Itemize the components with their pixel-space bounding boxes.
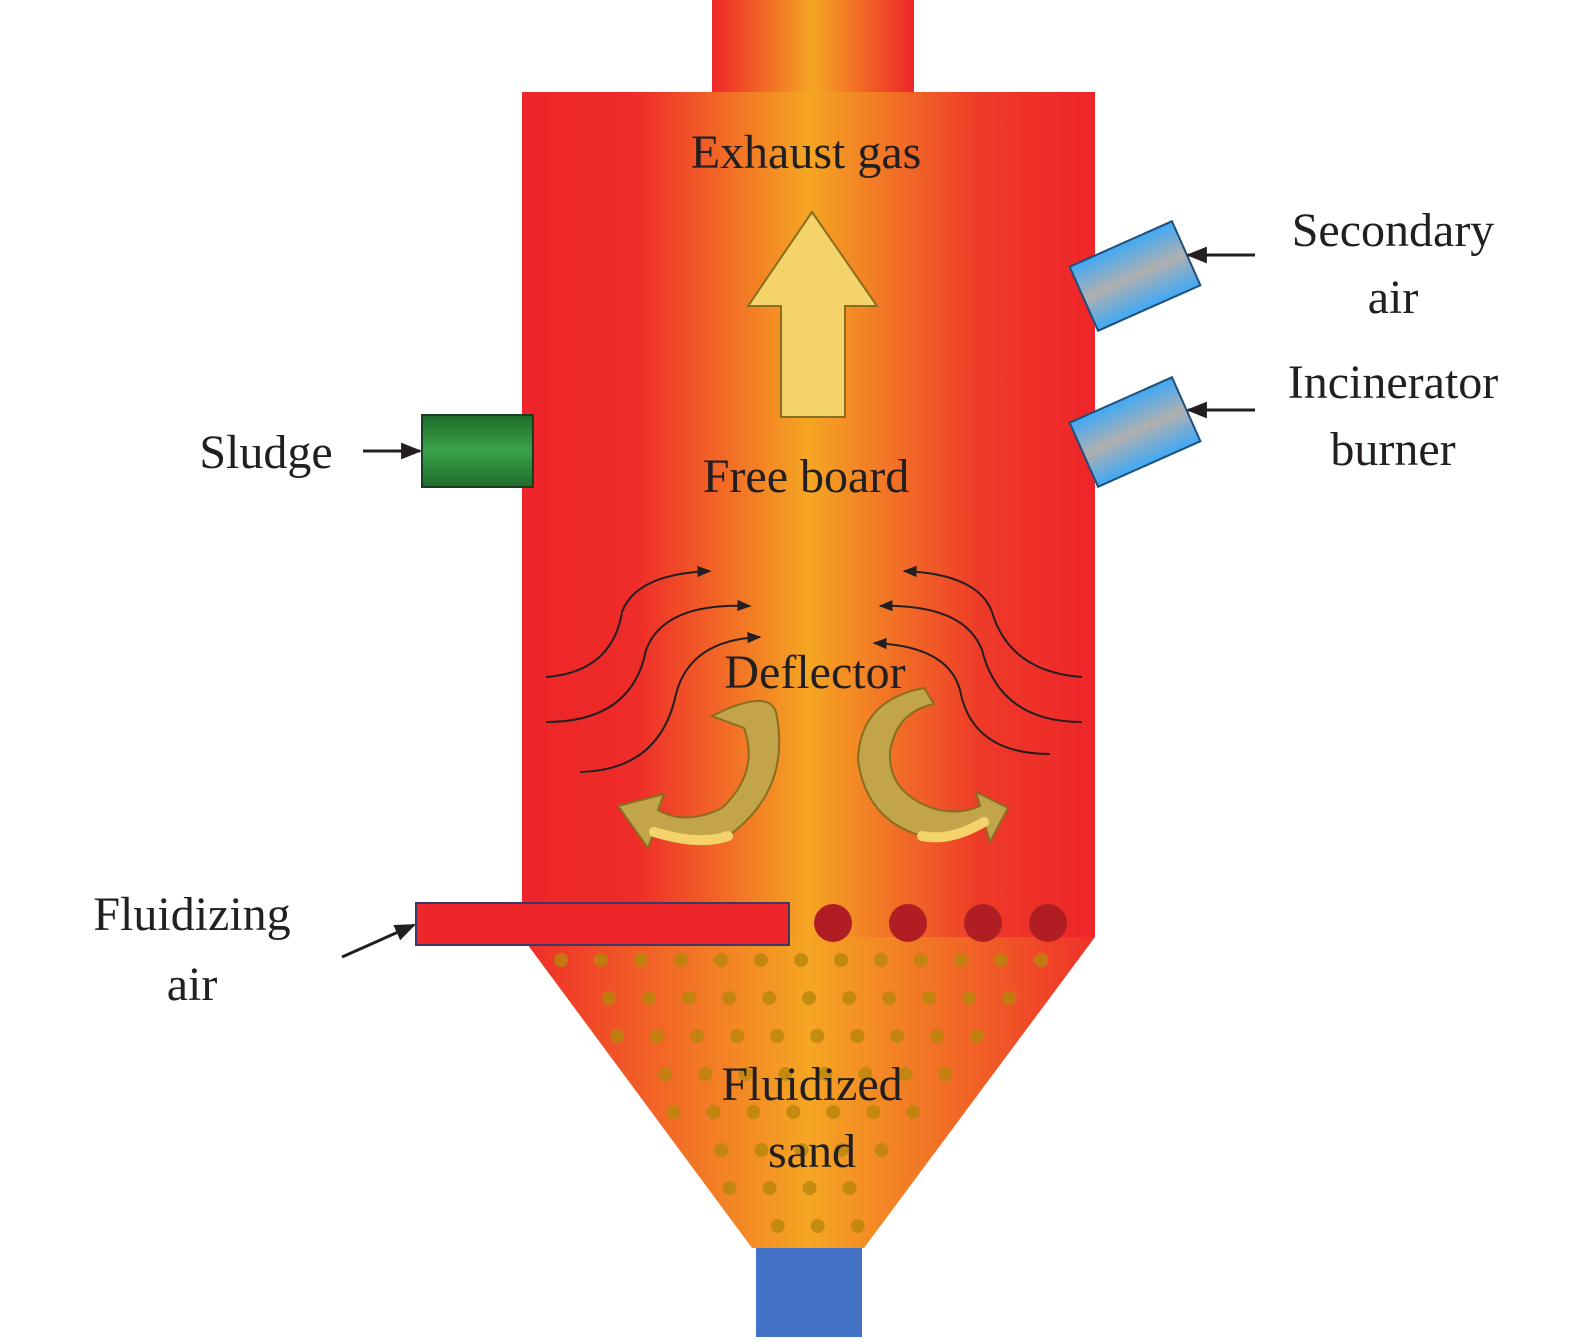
- sand-particle: [650, 1029, 665, 1043]
- sand-particle: [642, 991, 657, 1005]
- sand-particle: [706, 1105, 721, 1119]
- sand-particle: [922, 991, 937, 1005]
- sand-particle: [682, 991, 697, 1005]
- sand-particle: [874, 953, 888, 967]
- sand-particle: [594, 953, 608, 967]
- sand-particle: [914, 953, 928, 967]
- sand-particle: [778, 1067, 793, 1081]
- sand-particle: [842, 1181, 857, 1195]
- flow-line-right-3: [872, 637, 1051, 755]
- incinerator-burner-label-line2: burner: [1330, 423, 1455, 476]
- deflector-right-tail: [917, 817, 989, 843]
- sludge-inlet: [421, 414, 534, 488]
- air-bubble: [1029, 904, 1067, 942]
- sand-particle: [818, 1067, 833, 1081]
- sand-particle: [762, 1181, 777, 1195]
- sand-particle: [802, 1181, 817, 1195]
- sand-particle: [850, 1219, 865, 1233]
- sand-particle: [666, 1105, 681, 1119]
- sand-particle: [602, 991, 617, 1005]
- sand-particle: [938, 1067, 953, 1081]
- deflector-label: Deflector: [724, 646, 905, 699]
- fluidizing-air-pipe: [415, 902, 790, 946]
- sand-particle: [738, 1067, 753, 1081]
- sand-particle: [874, 1143, 889, 1157]
- sand-particle: [810, 1029, 825, 1043]
- deflector-left-tail: [649, 827, 733, 846]
- sand-particle: [698, 1067, 713, 1081]
- sand-particle: [970, 1029, 985, 1043]
- secondary-air-label-line2: air: [1368, 271, 1419, 324]
- sand-particle: [826, 1105, 841, 1119]
- sand-particle: [554, 953, 568, 967]
- exhaust-up-arrow: [746, 210, 879, 418]
- sand-particle: [722, 991, 737, 1005]
- sand-particle: [802, 991, 817, 1005]
- flow-line-left-1: [545, 565, 712, 678]
- sand-particle: [834, 1143, 849, 1157]
- sand-particle: [754, 953, 768, 967]
- sand-particle: [1034, 953, 1048, 967]
- sand-particle: [1002, 991, 1017, 1005]
- fluidized-sand-label-line2: sand: [768, 1125, 856, 1178]
- deflector-right-arrow: [856, 686, 1010, 845]
- flow-line-right-2: [878, 600, 1083, 723]
- sand-particle: [882, 991, 897, 1005]
- sand-particle: [730, 1029, 745, 1043]
- sand-particle: [658, 1067, 673, 1081]
- sand-particles: [554, 953, 1048, 1233]
- sand-particle: [762, 991, 777, 1005]
- exhaust-gas-label: Exhaust gas: [691, 126, 922, 179]
- sand-particle: [786, 1105, 801, 1119]
- exhaust-duct: [712, 0, 914, 100]
- air-bubble: [964, 904, 1002, 942]
- sand-particle: [714, 953, 728, 967]
- free-board-label: Free board: [703, 450, 910, 503]
- sand-particle: [794, 953, 808, 967]
- sand-particle: [674, 953, 688, 967]
- sand-particle: [898, 1067, 913, 1081]
- flow-line-left-2: [545, 599, 752, 723]
- sand-particle: [906, 1105, 921, 1119]
- secondary-air-label-line1: Secondary: [1292, 204, 1495, 257]
- sand-particle: [770, 1219, 785, 1233]
- air-bubble: [889, 904, 927, 942]
- flow-line-right-1: [902, 565, 1083, 678]
- sand-particle: [810, 1219, 825, 1233]
- fluidizing-air-label-line1: Fluidizing: [93, 888, 290, 941]
- fluidizing-air-label-line2: air: [167, 958, 218, 1011]
- sand-particle: [714, 1143, 729, 1157]
- sand-particle: [962, 991, 977, 1005]
- sludge-label: Sludge: [199, 426, 332, 479]
- sand-particle: [754, 1143, 769, 1157]
- fluidizing-air-pointer-arrow: [341, 923, 416, 959]
- sand-particle: [834, 953, 848, 967]
- sand-particle: [890, 1029, 905, 1043]
- sand-particle: [690, 1029, 705, 1043]
- sand-particle: [858, 1067, 873, 1081]
- sand-particle: [794, 1143, 809, 1157]
- sand-bed-hopper: [522, 937, 1095, 1248]
- fluidized-sand-label-line1: Fluidized: [721, 1058, 902, 1111]
- sand-particle: [722, 1181, 737, 1195]
- air-bubble: [814, 904, 852, 942]
- sand-particle: [770, 1029, 785, 1043]
- sand-particle: [610, 1029, 625, 1043]
- sand-particle: [842, 991, 857, 1005]
- sand-particle: [746, 1105, 761, 1119]
- sand-particle: [930, 1029, 945, 1043]
- sand-particle: [866, 1105, 881, 1119]
- sand-particle: [850, 1029, 865, 1043]
- sand-particle: [954, 953, 968, 967]
- flow-line-left-3: [579, 631, 762, 773]
- incinerator-burner-label-line1: Incinerator: [1288, 356, 1499, 409]
- sand-particle: [634, 953, 648, 967]
- ash-outlet: [756, 1248, 862, 1337]
- sand-particle: [994, 953, 1008, 967]
